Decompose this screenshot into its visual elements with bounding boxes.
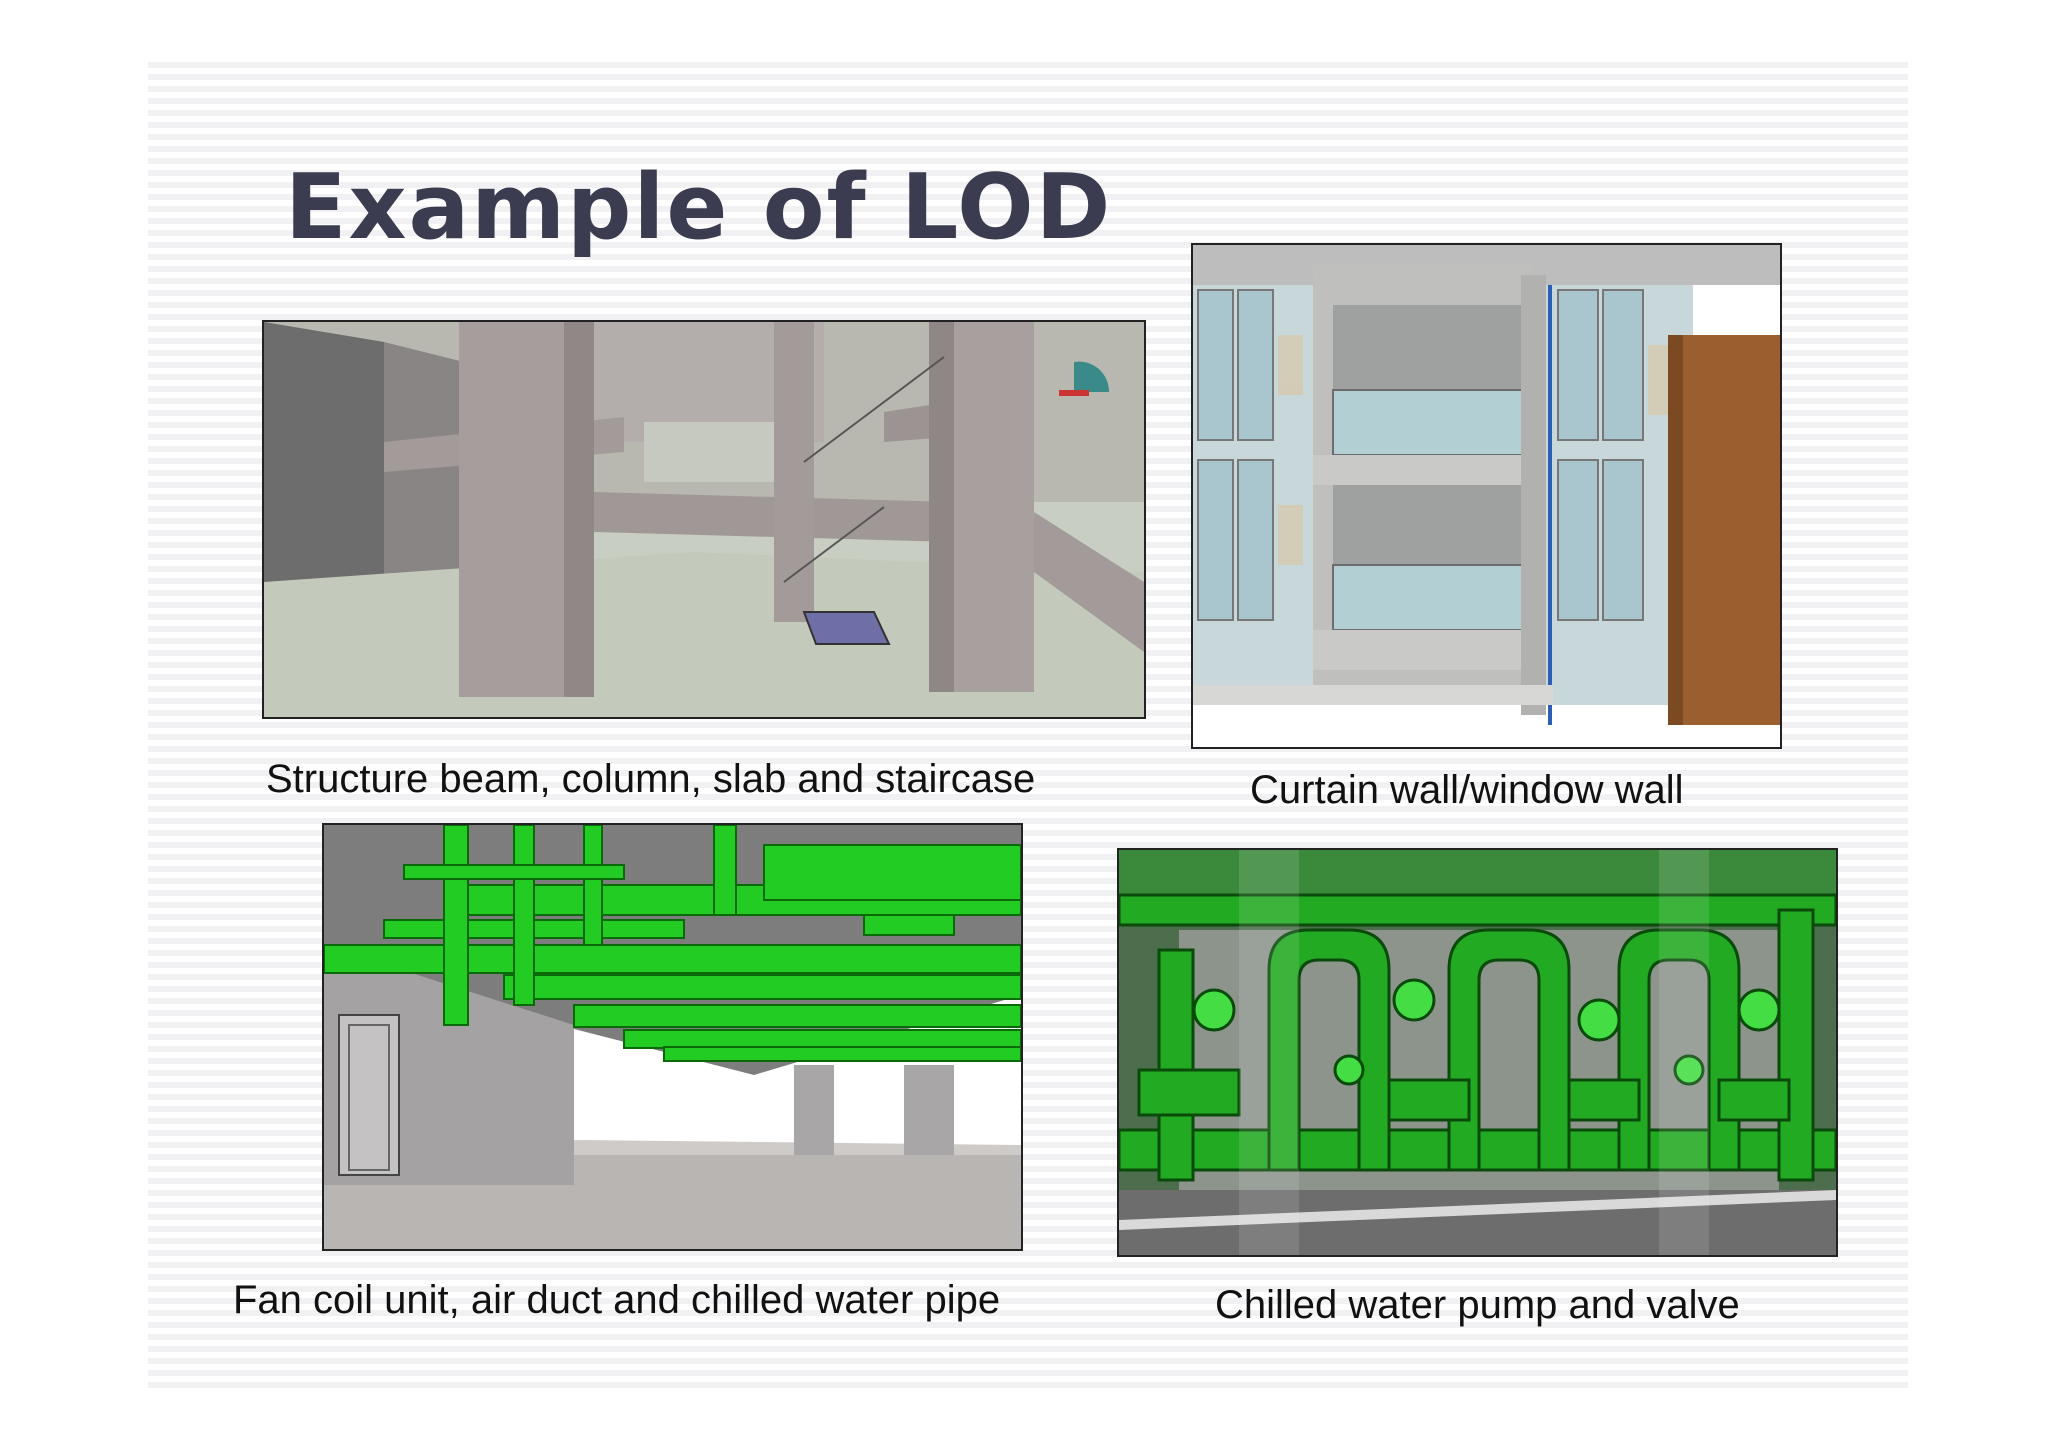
caption-pump-valve: Chilled water pump and valve [1215,1283,1740,1327]
structure-model-image [262,320,1146,719]
caption-fan-coil-duct-pipe: Fan coil unit, air duct and chilled wate… [233,1278,1001,1322]
caption-structure: Structure beam, column, slab and stairca… [266,757,1036,801]
caption-curtain-wall: Curtain wall/window wall [1250,768,1684,812]
slide-title: Example of LOD [285,155,1113,260]
curtain-wall-model-image [1191,243,1782,749]
duct-and-pipe-model-image [322,823,1023,1251]
pump-and-valve-model-image [1117,848,1838,1257]
